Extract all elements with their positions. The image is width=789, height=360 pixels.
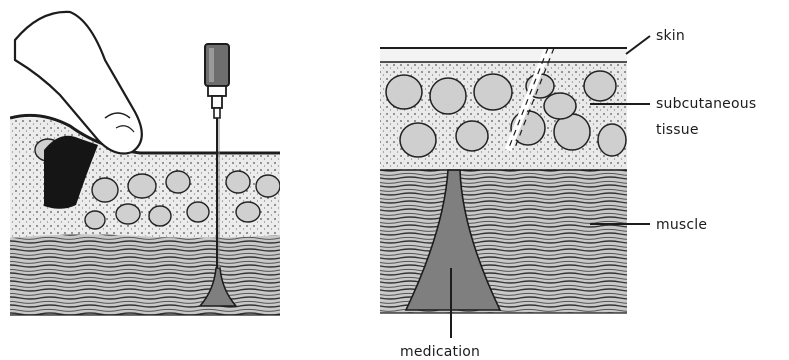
skin-layer <box>380 48 627 62</box>
subcutaneous-label-line1: subcutaneous <box>656 96 756 112</box>
medication-label: medication <box>400 344 480 360</box>
skin-leader-line <box>626 36 650 54</box>
muscle-label: muscle <box>656 217 707 233</box>
subcutaneous-label-line2: tissue <box>656 122 699 138</box>
right-panel-cross-section <box>380 48 627 313</box>
skin-label: skin <box>656 28 685 44</box>
